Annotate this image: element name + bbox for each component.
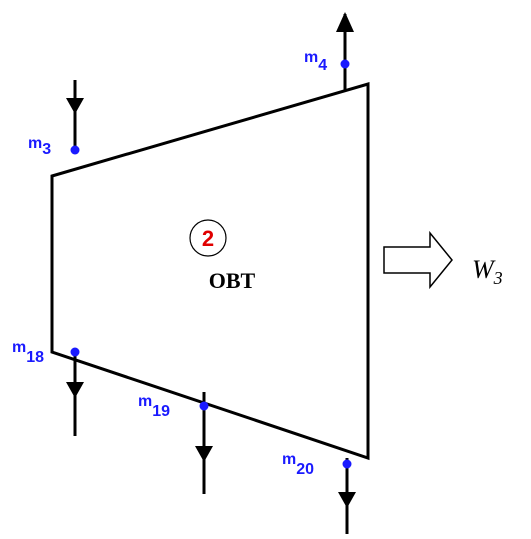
stream-m4-line [336, 12, 354, 90]
stream-m18-line [66, 347, 84, 436]
stream-m18-label: m18 [12, 339, 44, 366]
turbine-number-badge: 2 [189, 219, 227, 257]
stream-m4-label: m4 [304, 49, 327, 74]
stream-m19-line [195, 392, 213, 494]
stream-m19-node [199, 401, 209, 411]
stream-m20-line [338, 458, 356, 534]
stream-m19-label: m19 [138, 393, 170, 420]
turbine-name: OBT [209, 268, 256, 293]
stream-m3-label: m3 [28, 135, 51, 158]
turbine-number: 2 [202, 226, 214, 251]
stream-m3-node [70, 145, 80, 155]
stream-m18-node [70, 347, 80, 357]
work-output-arrow [383, 230, 453, 290]
stream-m20-node [342, 459, 352, 469]
turbine-body [50, 82, 370, 461]
stream-m3-line [66, 80, 84, 155]
stream-m20-label: m20 [282, 451, 314, 478]
stream-m4-node [340, 59, 350, 69]
work-label: W3 [472, 255, 503, 288]
